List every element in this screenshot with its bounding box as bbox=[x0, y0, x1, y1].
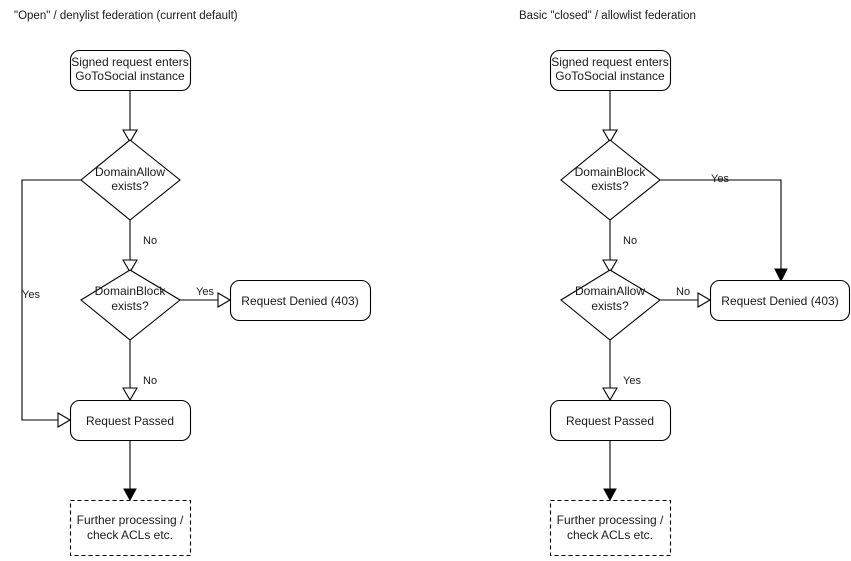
panel-right-title: Basic "closed" / allowlist federation bbox=[519, 10, 696, 22]
left-entry-label-line1: Signed request enters bbox=[71, 55, 188, 69]
left-passed-node: Request Passed bbox=[69, 399, 192, 442]
left-decision-domainblock: DomainBlock exists? bbox=[80, 269, 181, 341]
right-decision-domainblock: DomainBlock exists? bbox=[560, 139, 661, 221]
left-entry-node: Signed request enters GoToSocial instanc… bbox=[69, 49, 192, 92]
left-domainblock-label-line1: DomainBlock bbox=[95, 284, 167, 298]
left-edge-domainallow-no: No bbox=[122, 220, 157, 274]
right-passed-label: Request Passed bbox=[566, 414, 654, 428]
left-label-domainallow-yes: Yes bbox=[22, 289, 40, 301]
left-label-domainallow-no: No bbox=[143, 235, 157, 247]
right-entry-node: Signed request enters GoToSocial instanc… bbox=[549, 49, 672, 92]
arrowhead-open-icon bbox=[217, 292, 232, 308]
arrowhead-open-icon bbox=[122, 259, 138, 274]
right-domainallow-label-line2: exists? bbox=[591, 299, 629, 313]
right-further-box bbox=[549, 499, 672, 557]
right-decision-domainallow: DomainAllow exists? bbox=[560, 269, 661, 341]
left-further-label-line2: check ACLs etc. bbox=[87, 528, 173, 542]
right-domainblock-label-line2: exists? bbox=[591, 179, 629, 193]
arrowhead-open-icon bbox=[697, 292, 712, 308]
right-edge-domainblock-yes: Yes bbox=[660, 173, 788, 283]
left-entry-label-line2: GoToSocial instance bbox=[75, 69, 185, 83]
left-decision-domainallow: DomainAllow exists? bbox=[80, 139, 181, 221]
arrowhead-open-icon bbox=[602, 387, 618, 402]
left-edge-passed-to-further bbox=[123, 440, 137, 502]
arrowhead-solid-icon bbox=[603, 488, 617, 502]
left-domainallow-label-line1: DomainAllow bbox=[95, 165, 165, 179]
right-edge-entry-to-domainblock bbox=[602, 90, 618, 144]
right-edge-domainallow-yes: Yes bbox=[602, 340, 641, 402]
right-further-label-line1: Further processing / bbox=[557, 513, 664, 527]
left-edge-domainblock-yes: Yes bbox=[180, 286, 232, 308]
left-passed-label: Request Passed bbox=[86, 414, 174, 428]
right-domainallow-label-line1: DomainAllow bbox=[575, 284, 645, 298]
left-label-domainblock-yes: Yes bbox=[196, 286, 214, 298]
left-further-node: Further processing / check ACLs etc. bbox=[69, 499, 192, 557]
arrowhead-solid-icon bbox=[774, 268, 788, 283]
arrowhead-open-icon bbox=[122, 387, 138, 402]
left-domainblock-label-line2: exists? bbox=[111, 299, 149, 313]
right-edge-domainblock-no: No bbox=[602, 220, 637, 274]
right-label-domainblock-yes: Yes bbox=[711, 173, 729, 185]
left-denied-node: Request Denied (403) bbox=[229, 279, 372, 322]
left-label-domainblock-no: No bbox=[143, 375, 157, 387]
right-denied-box bbox=[709, 279, 851, 322]
right-label-domainallow-no: No bbox=[676, 286, 690, 298]
right-edge-passed-to-further bbox=[603, 440, 617, 502]
left-edge-domainblock-no: No bbox=[122, 340, 157, 402]
right-label-domainblock-no: No bbox=[623, 235, 637, 247]
right-label-domainallow-yes: Yes bbox=[623, 375, 641, 387]
arrowhead-open-icon bbox=[57, 412, 72, 428]
right-denied-label: Request Denied (403) bbox=[721, 294, 838, 308]
arrowhead-open-icon bbox=[122, 129, 138, 144]
right-edge-domainallow-no: No bbox=[660, 286, 712, 308]
right-further-label-line2: check ACLs etc. bbox=[567, 528, 653, 542]
left-domainallow-label-line2: exists? bbox=[111, 179, 149, 193]
left-edge-domainallow-yes: Yes bbox=[21, 179, 81, 428]
right-passed-node: Request Passed bbox=[549, 399, 672, 442]
arrowhead-open-icon bbox=[602, 129, 618, 144]
right-denied-node: Request Denied (403) bbox=[709, 279, 851, 322]
right-domainblock-label-line1: DomainBlock bbox=[575, 165, 647, 179]
left-further-label-line1: Further processing / bbox=[77, 513, 184, 527]
left-denied-label: Request Denied (403) bbox=[241, 294, 358, 308]
panel-left-title: "Open" / denylist federation (current de… bbox=[14, 10, 238, 22]
left-denied-box bbox=[229, 279, 372, 322]
panel-left: "Open" / denylist federation (current de… bbox=[14, 10, 372, 557]
left-further-box bbox=[69, 499, 192, 557]
panel-right: Basic "closed" / allowlist federation Si… bbox=[519, 10, 851, 557]
right-entry-label-line2: GoToSocial instance bbox=[555, 69, 665, 83]
left-edge-entry-to-domainallow bbox=[122, 90, 138, 144]
right-further-node: Further processing / check ACLs etc. bbox=[549, 499, 672, 557]
arrowhead-solid-icon bbox=[123, 488, 137, 502]
arrowhead-open-icon bbox=[602, 259, 618, 274]
right-entry-label-line1: Signed request enters bbox=[551, 55, 668, 69]
